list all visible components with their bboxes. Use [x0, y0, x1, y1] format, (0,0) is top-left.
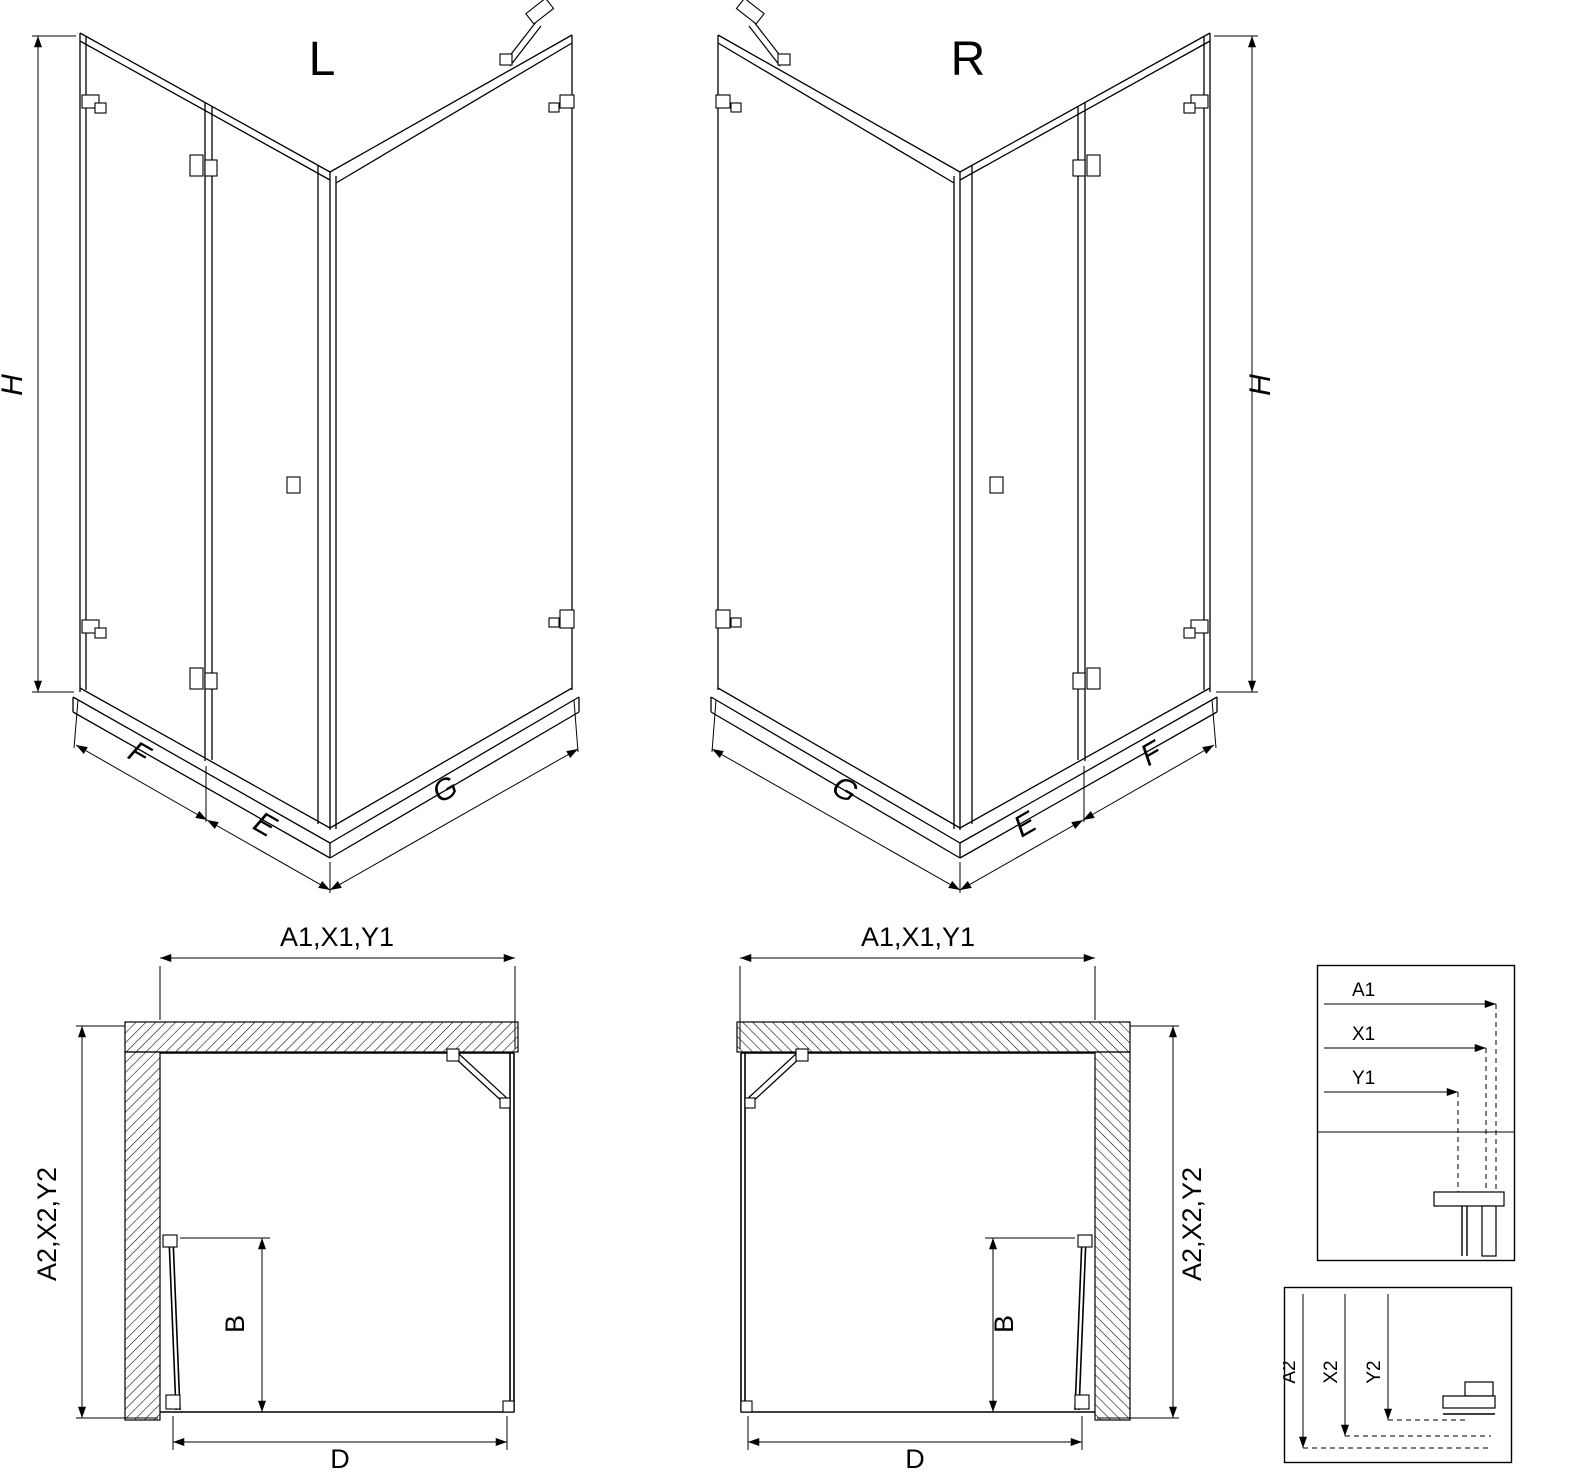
detail-label-y1: Y1	[1352, 1068, 1375, 1089]
perspective-view-right: R H G E F	[650, 0, 1277, 900]
detail-box-border	[1316, 964, 1516, 1262]
plan-line-art-right	[737, 958, 1179, 1450]
enclosure-line-art-left	[32, 0, 579, 893]
dim-label-door-left: E	[248, 805, 283, 844]
detail-label-x1: X1	[1352, 1024, 1375, 1045]
plan-dim-depth-right: A2,X2,Y2	[1177, 1167, 1207, 1281]
variant-label-right: R	[951, 33, 986, 86]
plan-line-art-left	[76, 958, 518, 1450]
dim-label-fixed-panel-right: F	[1135, 734, 1169, 773]
plan-dim-door-width-right: B	[989, 1315, 1019, 1333]
dim-label-side-panel-right: G	[826, 770, 863, 810]
plan-dim-entry-width-right: D	[905, 1444, 925, 1474]
plan-view-left: A1,X1,Y1 A2,X2,Y2 B D	[32, 922, 630, 1474]
detail-profile-section	[1433, 1191, 1505, 1257]
detail-tray-profile	[1442, 1381, 1496, 1409]
detail-depth-references: A2 X2 Y2	[1283, 1286, 1513, 1464]
detail-label-a1: A1	[1352, 980, 1375, 1001]
dim-label-fixed-panel-left: F	[123, 735, 157, 774]
dim-label-door-right: E	[1008, 805, 1043, 844]
detail-glass-section	[1461, 1206, 1468, 1256]
detail-width-arrows	[1317, 1000, 1515, 1192]
detail-width-references: A1 X1 Y1	[1316, 964, 1516, 1262]
detail-depth-arrows	[1299, 1294, 1491, 1449]
plan-view-right: A1,X1,Y1 A2,X2,Y2 B D	[625, 922, 1207, 1474]
enclosure-line-art-right	[711, 0, 1258, 893]
dim-label-height-right: H	[1244, 374, 1277, 396]
dim-label-side-panel-left: G	[427, 770, 464, 810]
detail-box-border	[1283, 1286, 1513, 1464]
detail-label-x2: X2	[1321, 1360, 1342, 1383]
dim-label-height-left: H	[0, 374, 29, 396]
plan-dim-width-left: A1,X1,Y1	[280, 922, 394, 952]
plan-dim-door-width-left: B	[220, 1315, 250, 1333]
variant-label-left: L	[309, 33, 336, 86]
plan-dim-entry-width-left: D	[330, 1444, 350, 1474]
plan-dim-depth-left: A2,X2,Y2	[32, 1167, 62, 1281]
perspective-view-left: L H F E G	[0, 0, 640, 900]
detail-label-y2: Y2	[1364, 1360, 1385, 1383]
detail-label-a2: A2	[1283, 1360, 1300, 1383]
plan-dim-width-right: A1,X1,Y1	[861, 922, 975, 952]
